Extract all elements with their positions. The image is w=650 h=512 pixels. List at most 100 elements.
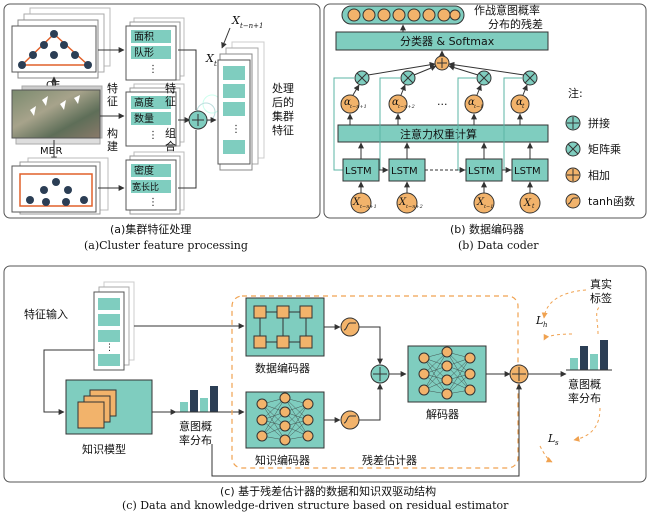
intent-dist-right-1: 意图概 xyxy=(568,377,601,391)
loss-s-sub: s xyxy=(555,439,559,447)
concat-node-c xyxy=(370,364,390,384)
legend-title: 注: xyxy=(568,86,583,100)
tanh-node-top xyxy=(340,317,360,337)
true-label-2: 标签 xyxy=(590,291,612,305)
x-in-2-sub: t−n+2 xyxy=(406,204,423,210)
feat-count: 数量 xyxy=(134,112,154,125)
loss-h-sub: h xyxy=(543,321,548,329)
caption-c-cn: (c) 基于残差估计器的数据和知识双驱动结构 xyxy=(220,484,436,498)
data-encoder-label: 数据编码器 xyxy=(255,361,310,375)
alpha-3: α xyxy=(468,97,475,108)
intent-dist-mid-1: 意图概 xyxy=(179,419,212,433)
alpha-1: α xyxy=(344,97,351,108)
result-label-2: 后的 xyxy=(272,95,294,109)
output-vector xyxy=(341,5,465,25)
feat-aspect: 宽长比 xyxy=(132,181,159,193)
x-top-label: X xyxy=(231,14,241,27)
feature-build-label-1a: 特 xyxy=(107,81,118,95)
result-label-3: 集群 xyxy=(272,109,294,123)
result-feature-stack: ⋮ xyxy=(217,41,265,171)
feature-input-label: 特征输入 xyxy=(24,307,68,321)
data-encoder-box xyxy=(245,297,325,357)
classifier-label: 分类器 & Softmax xyxy=(400,34,495,48)
feat-ellipsis-top: ⋮ xyxy=(148,64,158,75)
classifier-box xyxy=(335,31,549,51)
alpha-dots: ··· xyxy=(437,98,448,111)
matmul-nodes xyxy=(354,70,538,86)
input-circles xyxy=(350,192,541,214)
intent-dist-chart-mid xyxy=(176,386,222,413)
attention-box xyxy=(337,124,549,143)
knowledge-model-label: 知识模型 xyxy=(82,442,126,456)
decoder-box xyxy=(407,345,487,403)
legend-add: 相加 xyxy=(588,169,610,182)
loss-h: L xyxy=(535,314,543,327)
concat-node xyxy=(188,110,208,130)
result-label-4: 特征 xyxy=(272,123,294,137)
knowledge-model-stack xyxy=(65,379,153,435)
lstm-1: LSTM xyxy=(345,166,372,177)
panel-c-frame xyxy=(3,265,647,483)
feature-column-bot: 密度 宽长比 ⋮ xyxy=(125,151,185,215)
caption-b-cn: (b) 数据编码器 xyxy=(450,222,524,236)
decoder-label: 解码器 xyxy=(426,407,459,421)
x-in-3: X xyxy=(476,197,485,208)
result-label-1: 处理 xyxy=(272,82,294,95)
legend-tanh-icon xyxy=(565,193,581,209)
alpha-4: α xyxy=(516,97,523,108)
feature-build-label-2b: 建 xyxy=(107,139,118,153)
caption-a-en: (a)Cluster feature processing xyxy=(84,239,248,252)
legend-tanh: tanh函数 xyxy=(588,195,635,208)
residual-estimator-label: 残差估计器 xyxy=(362,453,417,467)
intent-dist-mid-2: 率分布 xyxy=(179,433,212,447)
knowledge-encoder-box xyxy=(245,391,325,449)
alpha-circles xyxy=(340,94,530,114)
feature-combine-label-1a: 特 xyxy=(165,81,176,95)
feature-combine-label-1b: 征 xyxy=(165,95,176,108)
alpha-2: α xyxy=(392,97,399,108)
x-in-1-sub: t−n+1 xyxy=(360,204,377,210)
feat-formation: 队形 xyxy=(134,46,154,59)
x-in-2: X xyxy=(398,197,407,208)
result-ellipsis: ⋮ xyxy=(231,124,241,135)
mbr-graph-box xyxy=(11,157,109,215)
lstm-row xyxy=(342,158,549,182)
lstm-2: LSTM xyxy=(391,166,418,177)
panel-b: 作战意图概率 分布的残差 分类器 & Softmax xyxy=(323,3,647,219)
lstm-3: LSTM xyxy=(468,166,495,177)
legend-matmul-icon xyxy=(565,141,581,157)
x-in-4-sub: t xyxy=(532,203,535,210)
feature-combine-label-2a: 组 xyxy=(165,126,176,140)
legend-concat-icon xyxy=(565,115,581,131)
oe-graph-box xyxy=(11,7,111,79)
x-top-sub: t−n+1 xyxy=(240,22,264,30)
output-title-2: 分布的残差 xyxy=(488,17,543,31)
x-in-4: X xyxy=(523,198,532,209)
tanh-node-bottom xyxy=(340,410,360,430)
feature-column-mid: 高度 数量 ⋮ xyxy=(125,83,185,147)
panel-c: 特征输入 ⋮ 知识模型 xyxy=(3,265,647,483)
feat-ellipsis-bot: ⋮ xyxy=(148,197,158,208)
feature-build-label-1b: 征 xyxy=(107,95,118,108)
attention-label: 注意力权重计算 xyxy=(400,127,477,141)
legend-matmul: 矩阵乘 xyxy=(588,142,621,156)
x-mid-label: X xyxy=(205,52,215,65)
sum-node-c xyxy=(509,364,529,384)
feature-build-label-2a: 构 xyxy=(107,126,118,140)
x-mid-sub: t xyxy=(214,60,217,68)
sum-node xyxy=(434,55,450,71)
feat-density: 密度 xyxy=(134,164,154,177)
panel-a-frame xyxy=(3,3,321,219)
alpha-2-sub: t−n+2 xyxy=(398,104,415,110)
loss-s: L xyxy=(547,432,555,445)
lstm-4: LSTM xyxy=(514,166,541,177)
intent-dist-right-2: 率分布 xyxy=(568,391,601,405)
alpha-1-sub: t−n+1 xyxy=(350,104,367,110)
x-in-3-sub: t−1 xyxy=(484,204,493,210)
x-in-1: X xyxy=(352,197,361,208)
legend-concat: 拼接 xyxy=(588,116,610,130)
feature-input-ellipsis: ⋮ xyxy=(105,343,114,353)
feature-combine-label-2b: 合 xyxy=(165,139,176,153)
caption-b-en: (b) Data coder xyxy=(458,239,539,252)
caption-a-cn: (a)集群特征处理 xyxy=(110,222,191,236)
